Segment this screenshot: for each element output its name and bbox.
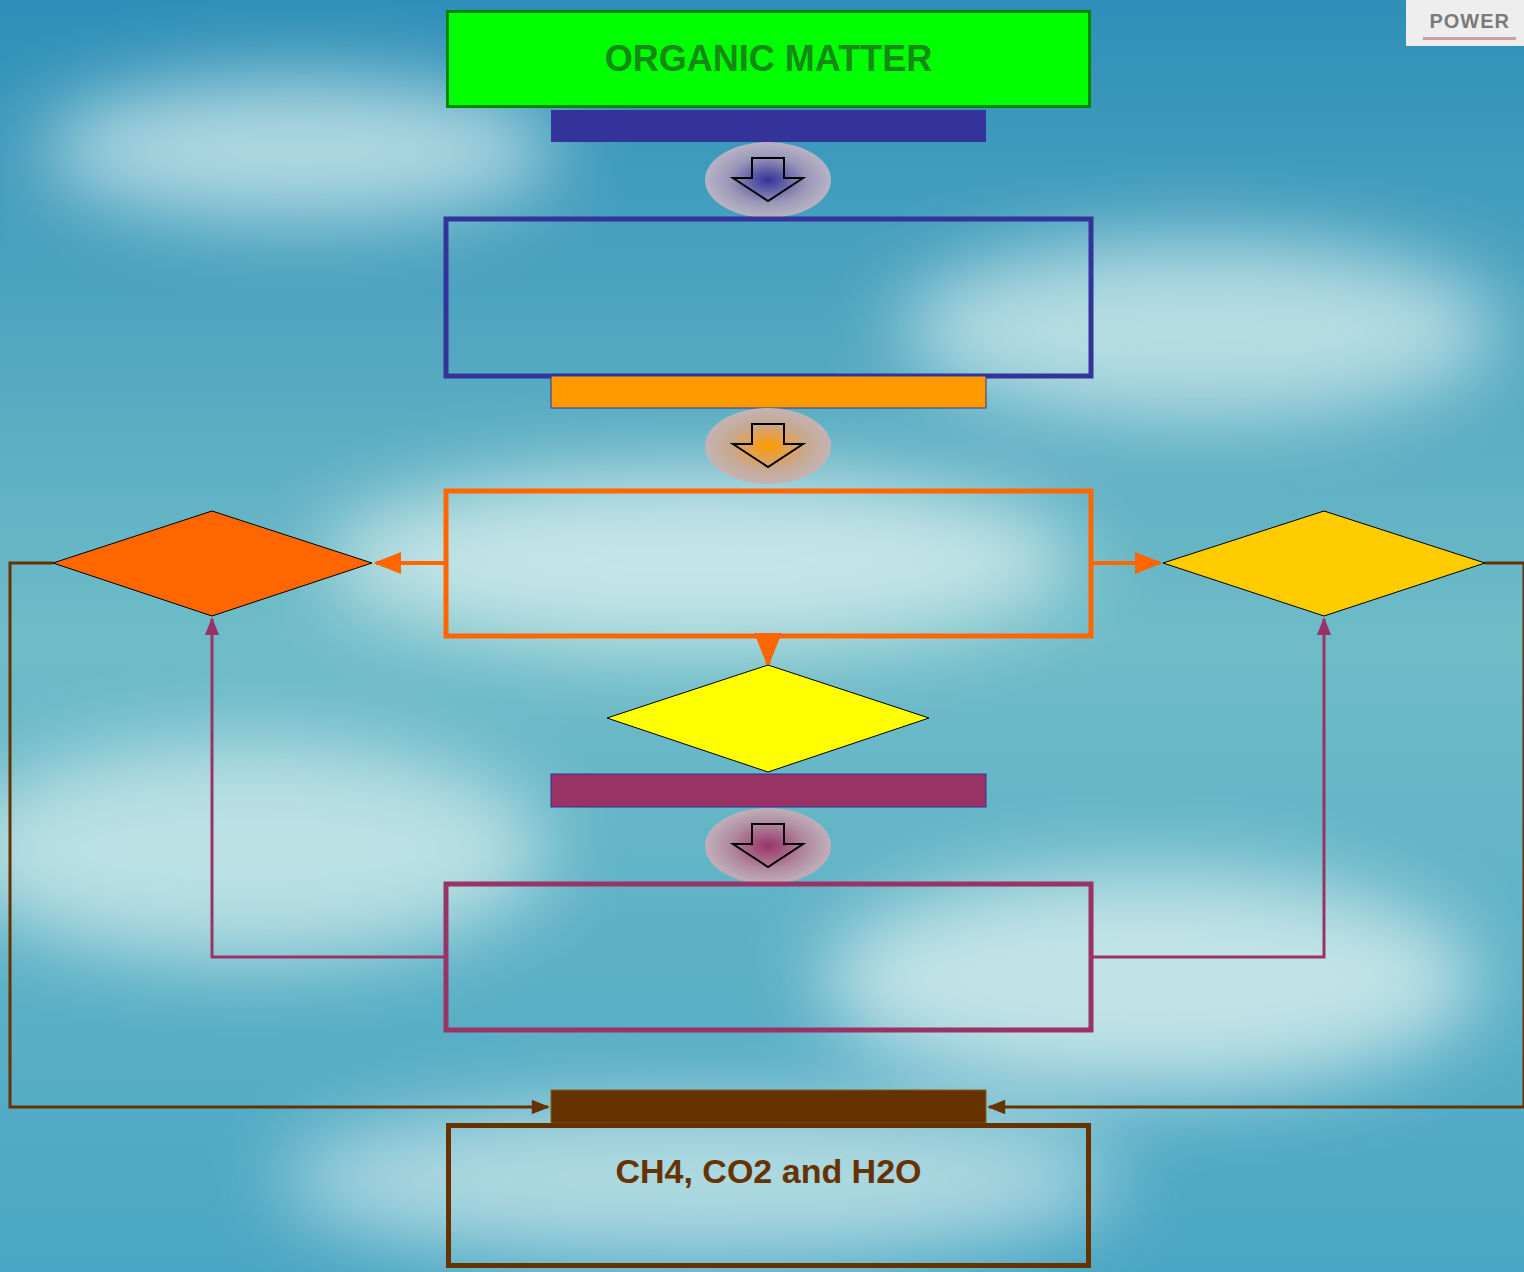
input-box: ORGANIC MATTER xyxy=(446,10,1091,108)
logo-plate xyxy=(1406,0,1524,46)
down-arrow-symbol xyxy=(733,158,803,201)
step-arrow-badge xyxy=(705,808,831,884)
return-arrow xyxy=(10,563,548,1107)
orange-bar xyxy=(551,376,986,408)
decision-diamond xyxy=(53,511,372,616)
feedback-arrow xyxy=(1091,619,1324,957)
output-box: CH4, CO2 and H2O xyxy=(446,1123,1091,1268)
branch-arrow xyxy=(1091,561,1160,565)
decision-diamond xyxy=(607,665,929,772)
decision-diamond xyxy=(1163,511,1485,616)
step-arrow-badge xyxy=(705,142,831,218)
step-arrow-badge xyxy=(705,408,831,484)
process-box xyxy=(446,884,1091,1030)
down-arrow-symbol xyxy=(733,824,803,867)
logo-text: POWER xyxy=(1423,6,1516,40)
return-arrow xyxy=(989,563,1524,1107)
branch-arrow xyxy=(766,636,771,664)
process-box xyxy=(446,219,1091,376)
branch-arrow xyxy=(376,561,446,565)
blue-bar xyxy=(551,110,986,142)
brown-bar xyxy=(551,1090,986,1123)
clouds xyxy=(0,80,1500,1260)
node-title: CH4, CO2 and H2O xyxy=(615,1152,921,1191)
down-arrow-symbol xyxy=(733,424,803,467)
node-title: ORGANIC MATTER xyxy=(605,38,932,80)
feedback-arrow xyxy=(212,619,446,957)
maroon-bar xyxy=(551,774,986,807)
process-box xyxy=(446,491,1091,636)
